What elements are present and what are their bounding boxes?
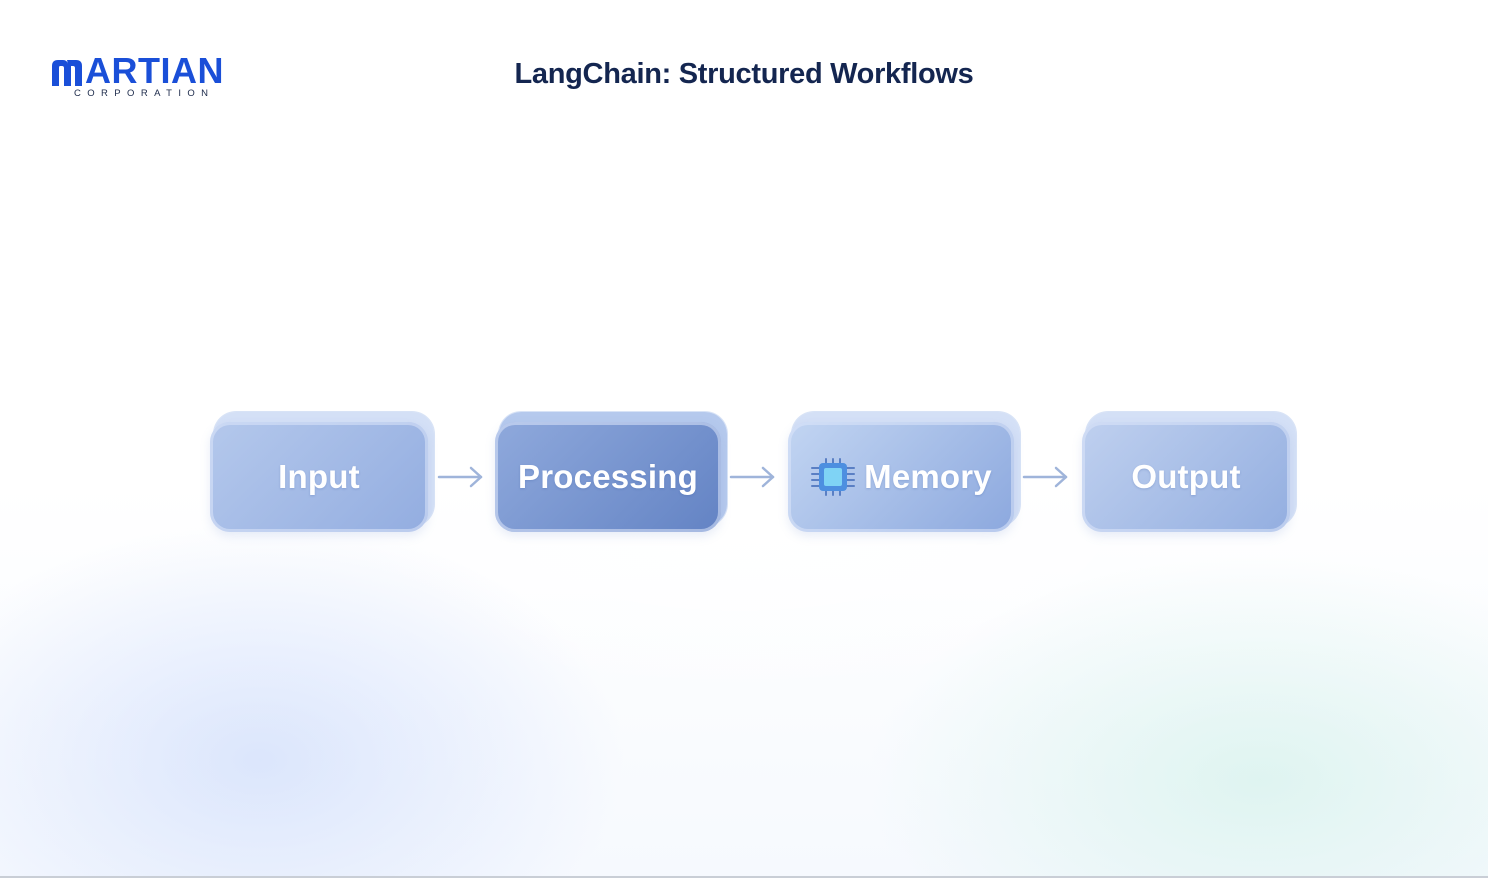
node-label: Processing bbox=[518, 458, 698, 495]
logo-m-glyph bbox=[52, 60, 82, 86]
node-output: Output bbox=[1082, 412, 1296, 532]
arrow-right-icon bbox=[437, 466, 483, 488]
node-label: Memory bbox=[864, 458, 992, 495]
node-label: Output bbox=[1131, 458, 1241, 495]
chip-icon bbox=[811, 458, 856, 496]
bottom-divider bbox=[0, 876, 1488, 878]
node-face: Processing bbox=[495, 422, 721, 532]
arrow-right-icon bbox=[729, 466, 775, 488]
node-input: Input bbox=[210, 412, 434, 532]
node-face: Input bbox=[210, 422, 428, 532]
node-face: Memory bbox=[788, 422, 1014, 532]
arrow-right-icon bbox=[1022, 466, 1068, 488]
logo-subtitle: CORPORATION bbox=[74, 88, 215, 99]
logo-word-rest: ARTIAN bbox=[85, 50, 224, 91]
node-processing: Processing bbox=[495, 412, 727, 532]
node-face: Output bbox=[1082, 422, 1290, 532]
slide-title: LangChain: Structured Workflows bbox=[514, 58, 974, 90]
node-label: Input bbox=[278, 458, 360, 495]
node-memory: Memory bbox=[788, 412, 1020, 532]
logo-wordmark: ARTIAN bbox=[50, 52, 224, 90]
martian-logo: ARTIAN CORPORATION bbox=[50, 52, 240, 102]
